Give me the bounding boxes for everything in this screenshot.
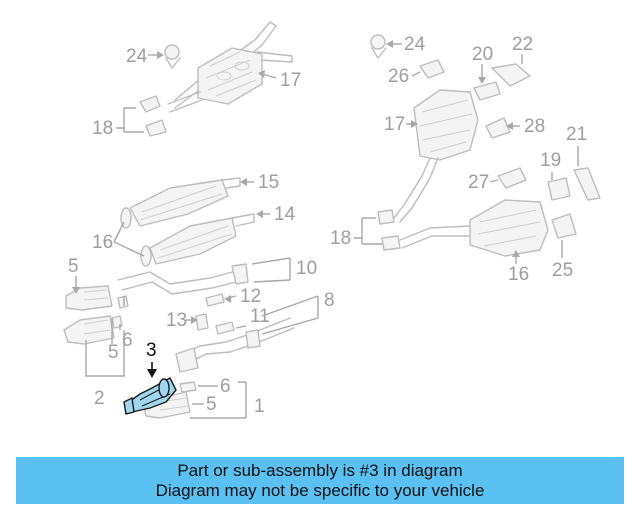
banner-line-2: Diagram may not be specific to your vehi… [155,480,485,500]
part-front-muffler-18 [393,89,479,223]
callout-label: 16 [92,232,113,253]
part-pipe-13 [120,177,241,229]
callout-15: 17 [258,70,301,91]
callout-label: 15 [258,172,279,193]
callout-label: 16 [508,264,529,285]
highlighted-part-3-converter [123,377,177,415]
callout-label: 14 [274,204,296,225]
callout-19: 18 [330,217,382,249]
callout-label: 22 [512,34,533,55]
part-hanger-16 [139,95,167,137]
part-pipe-8 [117,263,249,295]
callout-2: 2 [85,330,125,409]
callout-5-right: 5 [192,394,217,415]
callout-23: 22 [512,34,533,64]
callout-24-left: 24 [126,46,164,67]
part-converter-4 [65,285,113,311]
callout-3-highlighted: 3 [146,340,157,378]
info-banner: Part or sub-assembly is #3 in diagram Di… [16,457,624,504]
part-front-pipe-7 [175,317,295,373]
part-small-11 [195,313,209,331]
callout-label: 12 [240,286,261,307]
callout-12: 14 [256,204,296,225]
part-clamps-19 [377,209,401,251]
callout-4: 5 [68,256,80,294]
callout-label: 5 [206,394,217,415]
callout-14: 16 [92,221,145,257]
callout-label: 26 [388,66,409,87]
callout-26: 26 [388,66,421,87]
callout-17: 16 [508,250,529,285]
part-mounts-20-28 [370,34,601,239]
callout-label: 27 [468,172,489,193]
callout-label: 19 [540,150,561,171]
callout-1: 1 [190,381,265,419]
callout-27: 27 [468,172,499,193]
callout-label: 6 [220,376,231,397]
callout-20: 19 [540,150,561,180]
callout-18: 17 [384,114,418,135]
callout-25: 25 [552,240,573,281]
callout-label: 17 [280,70,301,91]
callout-label: 28 [524,116,545,137]
callout-11: 13 [166,310,198,331]
callout-label: 18 [92,118,113,139]
callout-label: 21 [566,124,587,145]
callout-5-left: 5 [108,318,119,363]
part-rear-muffler-left [164,21,293,113]
callout-6-right: 6 [198,376,231,397]
callout-7: 8 [261,290,335,335]
callout-label: 11 [250,306,270,327]
callout-8: 10 [251,257,317,283]
callout-label: 18 [330,228,351,249]
callout-28: 28 [506,116,545,137]
callout-label: 20 [472,44,493,65]
part-gasket-6 [111,295,129,329]
callout-22: 21 [566,124,587,166]
callout-13: 15 [240,172,279,193]
callout-label: 24 [404,34,426,55]
part-gasket-9 [215,321,235,335]
callout-label: 24 [126,46,148,67]
part-pipe-12 [140,213,255,267]
callout-label: 25 [552,260,573,281]
callout-label: 13 [166,310,187,331]
callout-24-right: 24 [386,34,426,55]
callout-10: 12 [224,286,261,307]
callout-9: 11 [235,306,270,329]
callout-label: 2 [94,388,105,409]
part-gasket-10 [205,293,225,307]
callout-label: 5 [108,342,119,363]
callout-16: 18 [92,107,144,139]
exhaust-system-diagram: 24 17 18 15 14 16 10 12 5 6 5 2 [63,21,601,419]
callout-label: 6 [122,330,133,351]
part-converter-1 [143,381,197,419]
callout-label: 10 [296,258,317,279]
highlighted-callout-label: 3 [146,340,157,361]
callout-label: 5 [68,256,79,277]
part-rear-muffler-17 [399,199,549,257]
callout-6-left: 6 [119,296,133,351]
callout-21: 20 [472,44,493,84]
banner-line-1: Part or sub-assembly is #3 in diagram [177,460,463,480]
callout-label: 17 [384,114,405,135]
callout-label: 1 [254,396,265,417]
callout-label: 8 [324,290,335,311]
part-converter-5 [63,315,115,345]
